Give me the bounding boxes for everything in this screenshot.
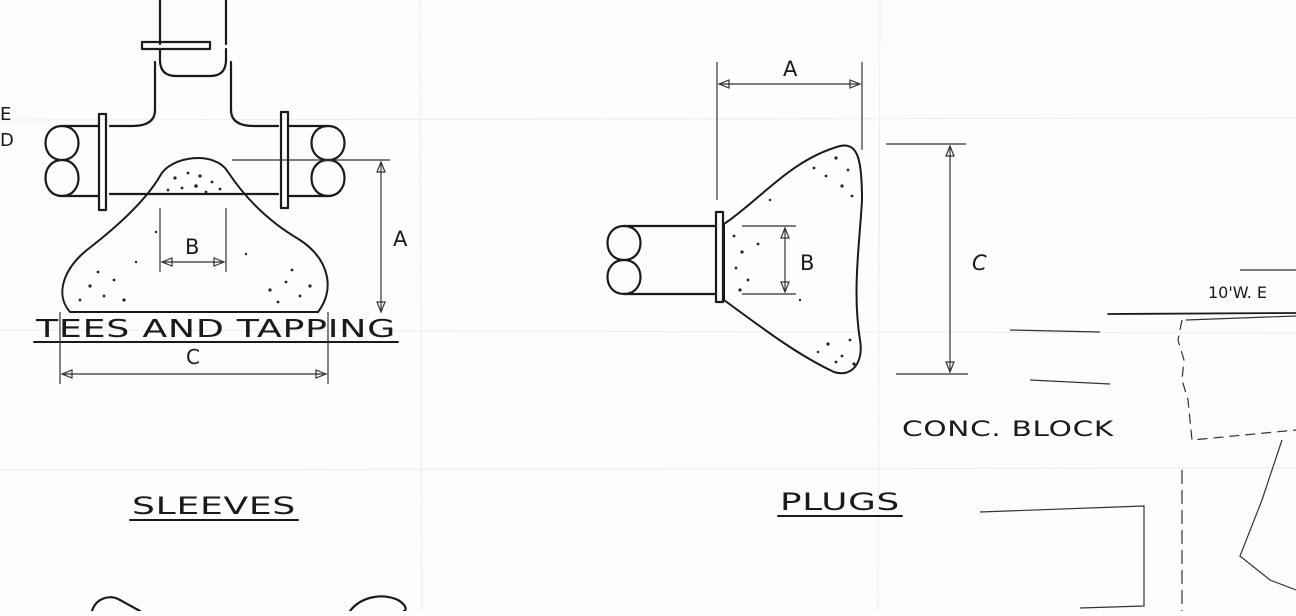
plug-detail: A B C CONC. BLOCK (606, 57, 1115, 441)
plug-dim-b-label: B (800, 251, 815, 275)
tee-dim-c-arrows (60, 369, 328, 379)
tee-left-flange (97, 112, 108, 212)
plug-pipe-break (606, 224, 642, 296)
plug-block-stipple (732, 156, 856, 366)
sleeve-left-pipe (90, 596, 142, 613)
tees-title: TEES AND TAPPING (35, 314, 396, 343)
branch-neck (158, 47, 228, 78)
branch-flange (140, 40, 212, 51)
tee-concrete-block (61, 157, 329, 313)
sleeve-right-pipe (348, 595, 407, 613)
building-outline (979, 505, 1145, 609)
site-plan-fragment: 10'W. E (979, 269, 1296, 611)
road-edge-line (1107, 312, 1296, 315)
plug-dim-a-lines (716, 62, 863, 200)
tee-dim-a-lines (232, 159, 390, 312)
faint-plan-lines (1009, 329, 1111, 385)
right-pipe (286, 124, 330, 198)
plug-flange (714, 210, 725, 304)
tee-dim-b-arrows (160, 257, 226, 267)
parcel-line (1185, 315, 1296, 321)
tee-block-stipple (78, 171, 312, 304)
left-pipe-break (44, 124, 80, 198)
tee-dim-b-label: B (185, 235, 200, 259)
tee-left-curve (108, 60, 157, 128)
branch-pipe (158, 0, 228, 46)
plug-dim-a-arrows (717, 79, 862, 89)
plug-concrete-block (723, 144, 863, 375)
conc-block-label: CONC. BLOCK (902, 417, 1115, 441)
plug-dim-a-label: A (783, 57, 798, 81)
tee-right-curve (229, 60, 280, 128)
parcel-boundary (1239, 439, 1296, 591)
tee-dim-c-lines (59, 312, 329, 384)
plug-dim-c-arrows (945, 144, 955, 374)
edge-text-bottom: D (0, 130, 14, 151)
plug-pipe (622, 224, 718, 296)
tee-dim-c-label: C (186, 345, 200, 369)
sleeve-detail-partial (90, 595, 407, 613)
road-label: 10'W. E (1208, 283, 1267, 302)
tees-detail: B A TEES AND TAPPING C (33, 0, 408, 384)
property-line-dashed (1177, 319, 1296, 441)
plug-dim-c-label: C (972, 251, 987, 275)
plug-dim-c-lines (886, 143, 968, 375)
tee-dim-a-label: A (393, 227, 408, 251)
edge-text-top: E (0, 104, 11, 125)
plugs-title: PLUGS (780, 488, 900, 516)
plug-dim-b-lines (742, 225, 796, 295)
right-pipe-break (310, 124, 346, 198)
plug-dim-b-arrows (780, 226, 790, 294)
tee-dim-a-arrows (376, 160, 386, 314)
sleeves-title: SLEEVES (132, 492, 296, 520)
